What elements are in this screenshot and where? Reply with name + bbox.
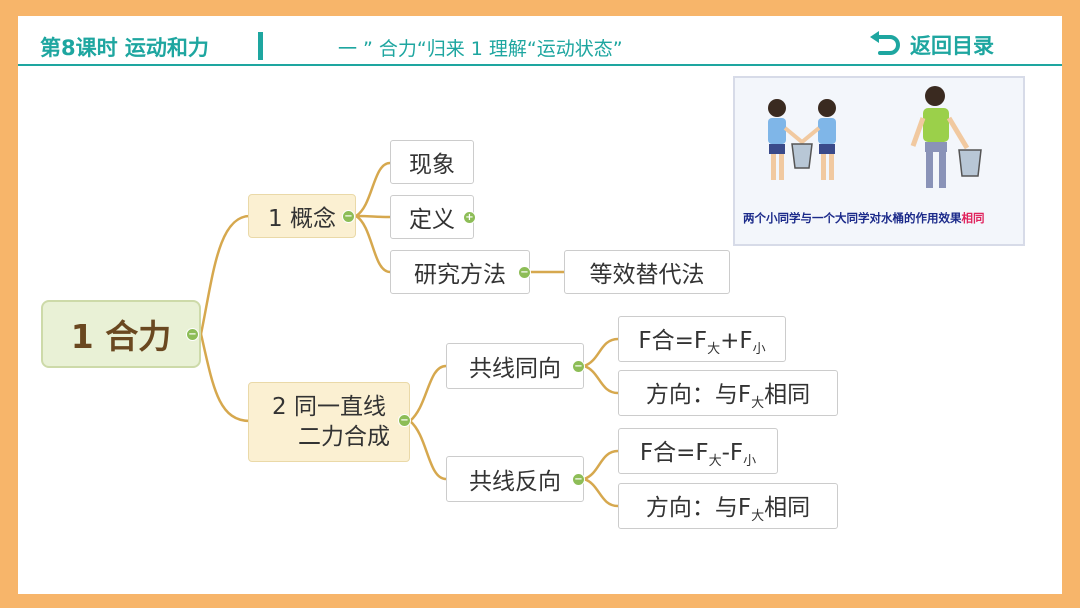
- branch-concept-label: 1 概念: [268, 206, 336, 232]
- leaf-same-direction-rule[interactable]: 方向：与F大相同: [618, 370, 838, 416]
- header-divider: [258, 32, 263, 60]
- branch-concept-collapse-toggle[interactable]: −: [342, 210, 355, 223]
- connector-b2-fanxiang: [408, 419, 448, 481]
- leaf-same-direction-formula[interactable]: F合=F大+F小: [618, 316, 786, 362]
- mindmap-connectors: [199, 161, 620, 508]
- opp-dir-sub: 大: [751, 509, 765, 524]
- caption-highlight: 相同: [961, 211, 985, 225]
- branch2-label-line1: 2 同一直线: [272, 394, 386, 420]
- opp-formula-lhs: F合=F: [639, 440, 709, 466]
- leaf-phenomenon[interactable]: 现象: [390, 140, 474, 184]
- same-formula-sub2: 小: [752, 342, 766, 357]
- same-dir-pre: 方向：与F: [645, 382, 752, 408]
- illustration-caption: 两个小同学与一个大同学对水桶的作用效果相同: [743, 210, 1019, 226]
- back-label: 返回目录: [910, 34, 994, 58]
- connector-tx-formula: [582, 337, 620, 368]
- node-same-direction[interactable]: 共线同向: [446, 343, 584, 389]
- opposite-direction-label: 共线反向: [469, 469, 561, 495]
- definition-expand-toggle[interactable]: +: [463, 211, 476, 224]
- research-method-collapse-toggle[interactable]: −: [518, 266, 531, 279]
- leaf-definition-label: 定义: [409, 207, 455, 233]
- connector-fx-direction: [582, 477, 620, 508]
- same-direction-rule-text: 方向：与F大相同: [646, 375, 810, 411]
- same-dir-post: 相同: [764, 382, 811, 408]
- branch-collinear-composition-node[interactable]: 2 同一直线 二力合成: [248, 382, 410, 462]
- node-opposite-direction[interactable]: 共线反向: [446, 456, 584, 502]
- opp-dir-pre: 方向：与F: [645, 495, 752, 521]
- opp-formula-op: -F: [721, 440, 744, 466]
- connector-b2-tongxiang: [408, 364, 448, 423]
- connector-b1-dingyi: [354, 214, 392, 219]
- caption-main: 两个小同学与一个大同学对水桶的作用效果: [743, 211, 962, 225]
- return-arrow-icon: [870, 31, 900, 55]
- section-subtitle: 一 ” 合力“归来 1 理解“运动状态”: [338, 38, 623, 60]
- illustration-panel: 两个小同学与一个大同学对水桶的作用效果相同: [733, 76, 1025, 246]
- kids-carrying-bucket-illustration: [768, 86, 982, 188]
- connector-fx-formula: [582, 449, 620, 481]
- connector-b1-fangfa: [354, 214, 392, 274]
- slide: 第8课时 运动和力 一 ” 合力“归来 1 理解“运动状态” 返回目录: [18, 16, 1062, 594]
- leaf-equivalent-substitution-label: 等效替代法: [589, 262, 705, 288]
- branch2-collapse-toggle[interactable]: −: [398, 414, 411, 427]
- same-formula-text: F合=F大+F小: [638, 321, 765, 357]
- header-rule: [18, 64, 1062, 66]
- same-formula-lhs: F合=F: [638, 328, 708, 354]
- root-collapse-toggle[interactable]: −: [186, 328, 199, 341]
- leaf-research-method-label: 研究方法: [414, 262, 506, 288]
- root-label: 1 合力: [70, 317, 172, 356]
- same-direction-label: 共线同向: [469, 356, 561, 382]
- leaf-research-method[interactable]: 研究方法: [390, 250, 530, 294]
- opp-formula-sub1: 大: [708, 454, 722, 469]
- connector-root-branch2: [199, 332, 252, 423]
- opposite-direction-collapse-toggle[interactable]: −: [572, 473, 585, 486]
- same-dir-sub: 大: [751, 396, 765, 411]
- connector-tx-direction: [582, 364, 620, 395]
- lesson-title: 第8课时 运动和力: [40, 36, 209, 60]
- same-direction-collapse-toggle[interactable]: −: [572, 360, 585, 373]
- mindmap-root-node[interactable]: 1 合力: [41, 300, 201, 368]
- connector-root-branch1: [199, 214, 252, 336]
- same-formula-sub1: 大: [707, 342, 721, 357]
- leaf-phenomenon-label: 现象: [409, 152, 455, 178]
- branch2-label-line2: 二力合成: [298, 424, 390, 450]
- connector-b1-xianxiang: [354, 161, 392, 218]
- leaf-opposite-direction-rule[interactable]: 方向：与F大相同: [618, 483, 838, 529]
- leaf-equivalent-substitution[interactable]: 等效替代法: [564, 250, 730, 294]
- opp-dir-post: 相同: [764, 495, 811, 521]
- opp-formula-sub2: 小: [743, 454, 757, 469]
- branch-concept-node[interactable]: 1 概念: [248, 194, 356, 238]
- leaf-definition[interactable]: 定义: [390, 195, 474, 239]
- same-formula-op: +F: [720, 328, 753, 354]
- back-to-contents-button[interactable]: 返回目录: [868, 30, 994, 60]
- opposite-direction-rule-text: 方向：与F大相同: [646, 488, 810, 524]
- opposite-formula-text: F合=F大-F小: [640, 433, 756, 469]
- leaf-opposite-direction-formula[interactable]: F合=F大-F小: [618, 428, 778, 474]
